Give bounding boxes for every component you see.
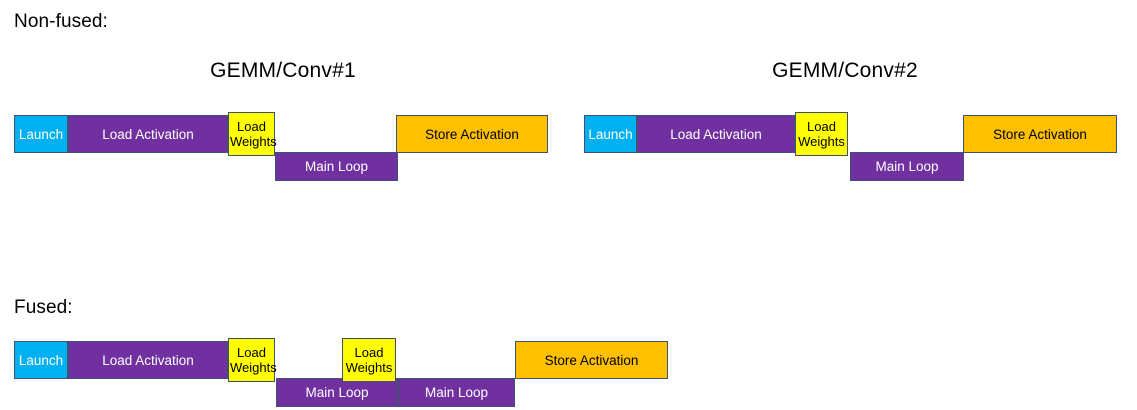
- bar-label: Store Activation: [993, 126, 1087, 142]
- bar-label: Launch: [18, 352, 64, 368]
- chart-title-gemm-conv-2: GEMM/Conv#2: [772, 59, 918, 82]
- bar-main-loop-kernel2[interactable]: Main Loop: [850, 152, 964, 181]
- bar-main-loop-fused-1[interactable]: Main Loop: [276, 378, 398, 407]
- bar-load-activation-kernel1[interactable]: Load Activation: [68, 115, 228, 153]
- bar-label: Main Loop: [875, 159, 939, 174]
- bar-label: Launch: [588, 126, 633, 142]
- chart-title-gemm-conv-1: GEMM/Conv#1: [210, 59, 356, 82]
- section-label-non-fused: Non-fused:: [14, 11, 108, 32]
- bar-store-activation-kernel2[interactable]: Store Activation: [963, 115, 1117, 153]
- bar-store-activation-kernel1[interactable]: Store Activation: [396, 115, 548, 153]
- bar-label: Main Loop: [424, 385, 489, 400]
- bar-label: Store Activation: [544, 352, 639, 368]
- bar-label: Load Activation: [102, 126, 194, 142]
- bar-load-activation-fused[interactable]: Load Activation: [68, 341, 228, 379]
- bar-label: Store Activation: [425, 126, 519, 142]
- bar-launch-kernel1[interactable]: Launch: [14, 115, 68, 153]
- bar-label: Main Loop: [305, 385, 369, 400]
- bar-main-loop-kernel1[interactable]: Main Loop: [275, 152, 398, 181]
- bar-store-activation-fused[interactable]: Store Activation: [515, 341, 668, 379]
- bar-label: Load Activation: [670, 126, 762, 142]
- bar-label: Main Loop: [304, 159, 369, 174]
- section-label-fused: Fused:: [14, 297, 73, 318]
- bar-label: Launch: [18, 126, 64, 142]
- bar-label: Load Activation: [102, 352, 194, 368]
- bar-launch-kernel2[interactable]: Launch: [584, 115, 637, 153]
- bar-launch-fused[interactable]: Launch: [14, 341, 68, 379]
- bar-main-loop-fused-2[interactable]: Main Loop: [398, 378, 515, 407]
- bar-load-activation-kernel2[interactable]: Load Activation: [637, 115, 795, 153]
